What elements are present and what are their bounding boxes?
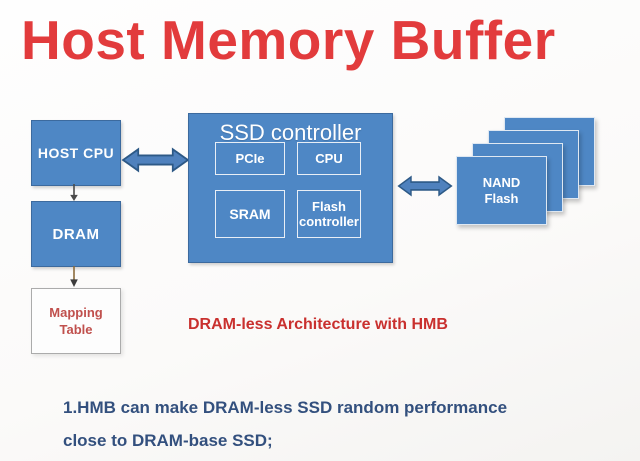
cpu-node: CPU bbox=[297, 142, 361, 175]
slide-title: Host Memory Buffer bbox=[21, 9, 556, 71]
mapping-table-node: Mapping Table bbox=[31, 288, 121, 354]
hostcpu-to-dram-arrow-icon bbox=[69, 184, 79, 201]
flash-controller-label-line2: controller bbox=[299, 214, 359, 229]
diagram-caption: DRAM-less Architecture with HMB bbox=[188, 316, 448, 333]
dram-node: DRAM bbox=[31, 201, 121, 267]
host-cpu-node: HOST CPU bbox=[31, 120, 121, 186]
ssd-nand-bidirectional-arrow-icon bbox=[397, 175, 453, 197]
cpu-label: CPU bbox=[315, 151, 343, 166]
pcie-node: PCIe bbox=[215, 142, 285, 175]
nand-flash-node: NAND Flash bbox=[456, 156, 547, 225]
sram-node: SRAM bbox=[215, 190, 285, 238]
mapping-table-label-line1: Mapping bbox=[49, 305, 103, 320]
pcie-label: PCIe bbox=[235, 151, 265, 166]
host-cpu-label: HOST CPU bbox=[37, 145, 115, 161]
mapping-table-label-line2: Table bbox=[59, 322, 93, 337]
nand-flash-label-line2: Flash bbox=[484, 190, 519, 206]
nand-flash-label-line1: NAND bbox=[482, 174, 521, 190]
notes-block: 1.HMB can make DRAM-less SSD random perf… bbox=[63, 391, 507, 457]
hostcpu-ssd-bidirectional-arrow-icon bbox=[121, 147, 190, 173]
note-line-2: close to DRAM-base SSD; bbox=[63, 431, 273, 450]
dram-to-mapping-arrow-icon bbox=[69, 266, 79, 287]
flash-controller-label-line1: Flash bbox=[312, 199, 346, 214]
ssd-controller-node: SSD controller PCIe CPU SRAM Flash contr… bbox=[188, 113, 393, 263]
note-line-1: 1.HMB can make DRAM-less SSD random perf… bbox=[63, 398, 508, 417]
dram-label: DRAM bbox=[52, 225, 100, 243]
flash-controller-node: Flash controller bbox=[297, 190, 361, 238]
ssd-controller-label: SSD controller bbox=[219, 120, 362, 145]
sram-label: SRAM bbox=[229, 205, 271, 222]
